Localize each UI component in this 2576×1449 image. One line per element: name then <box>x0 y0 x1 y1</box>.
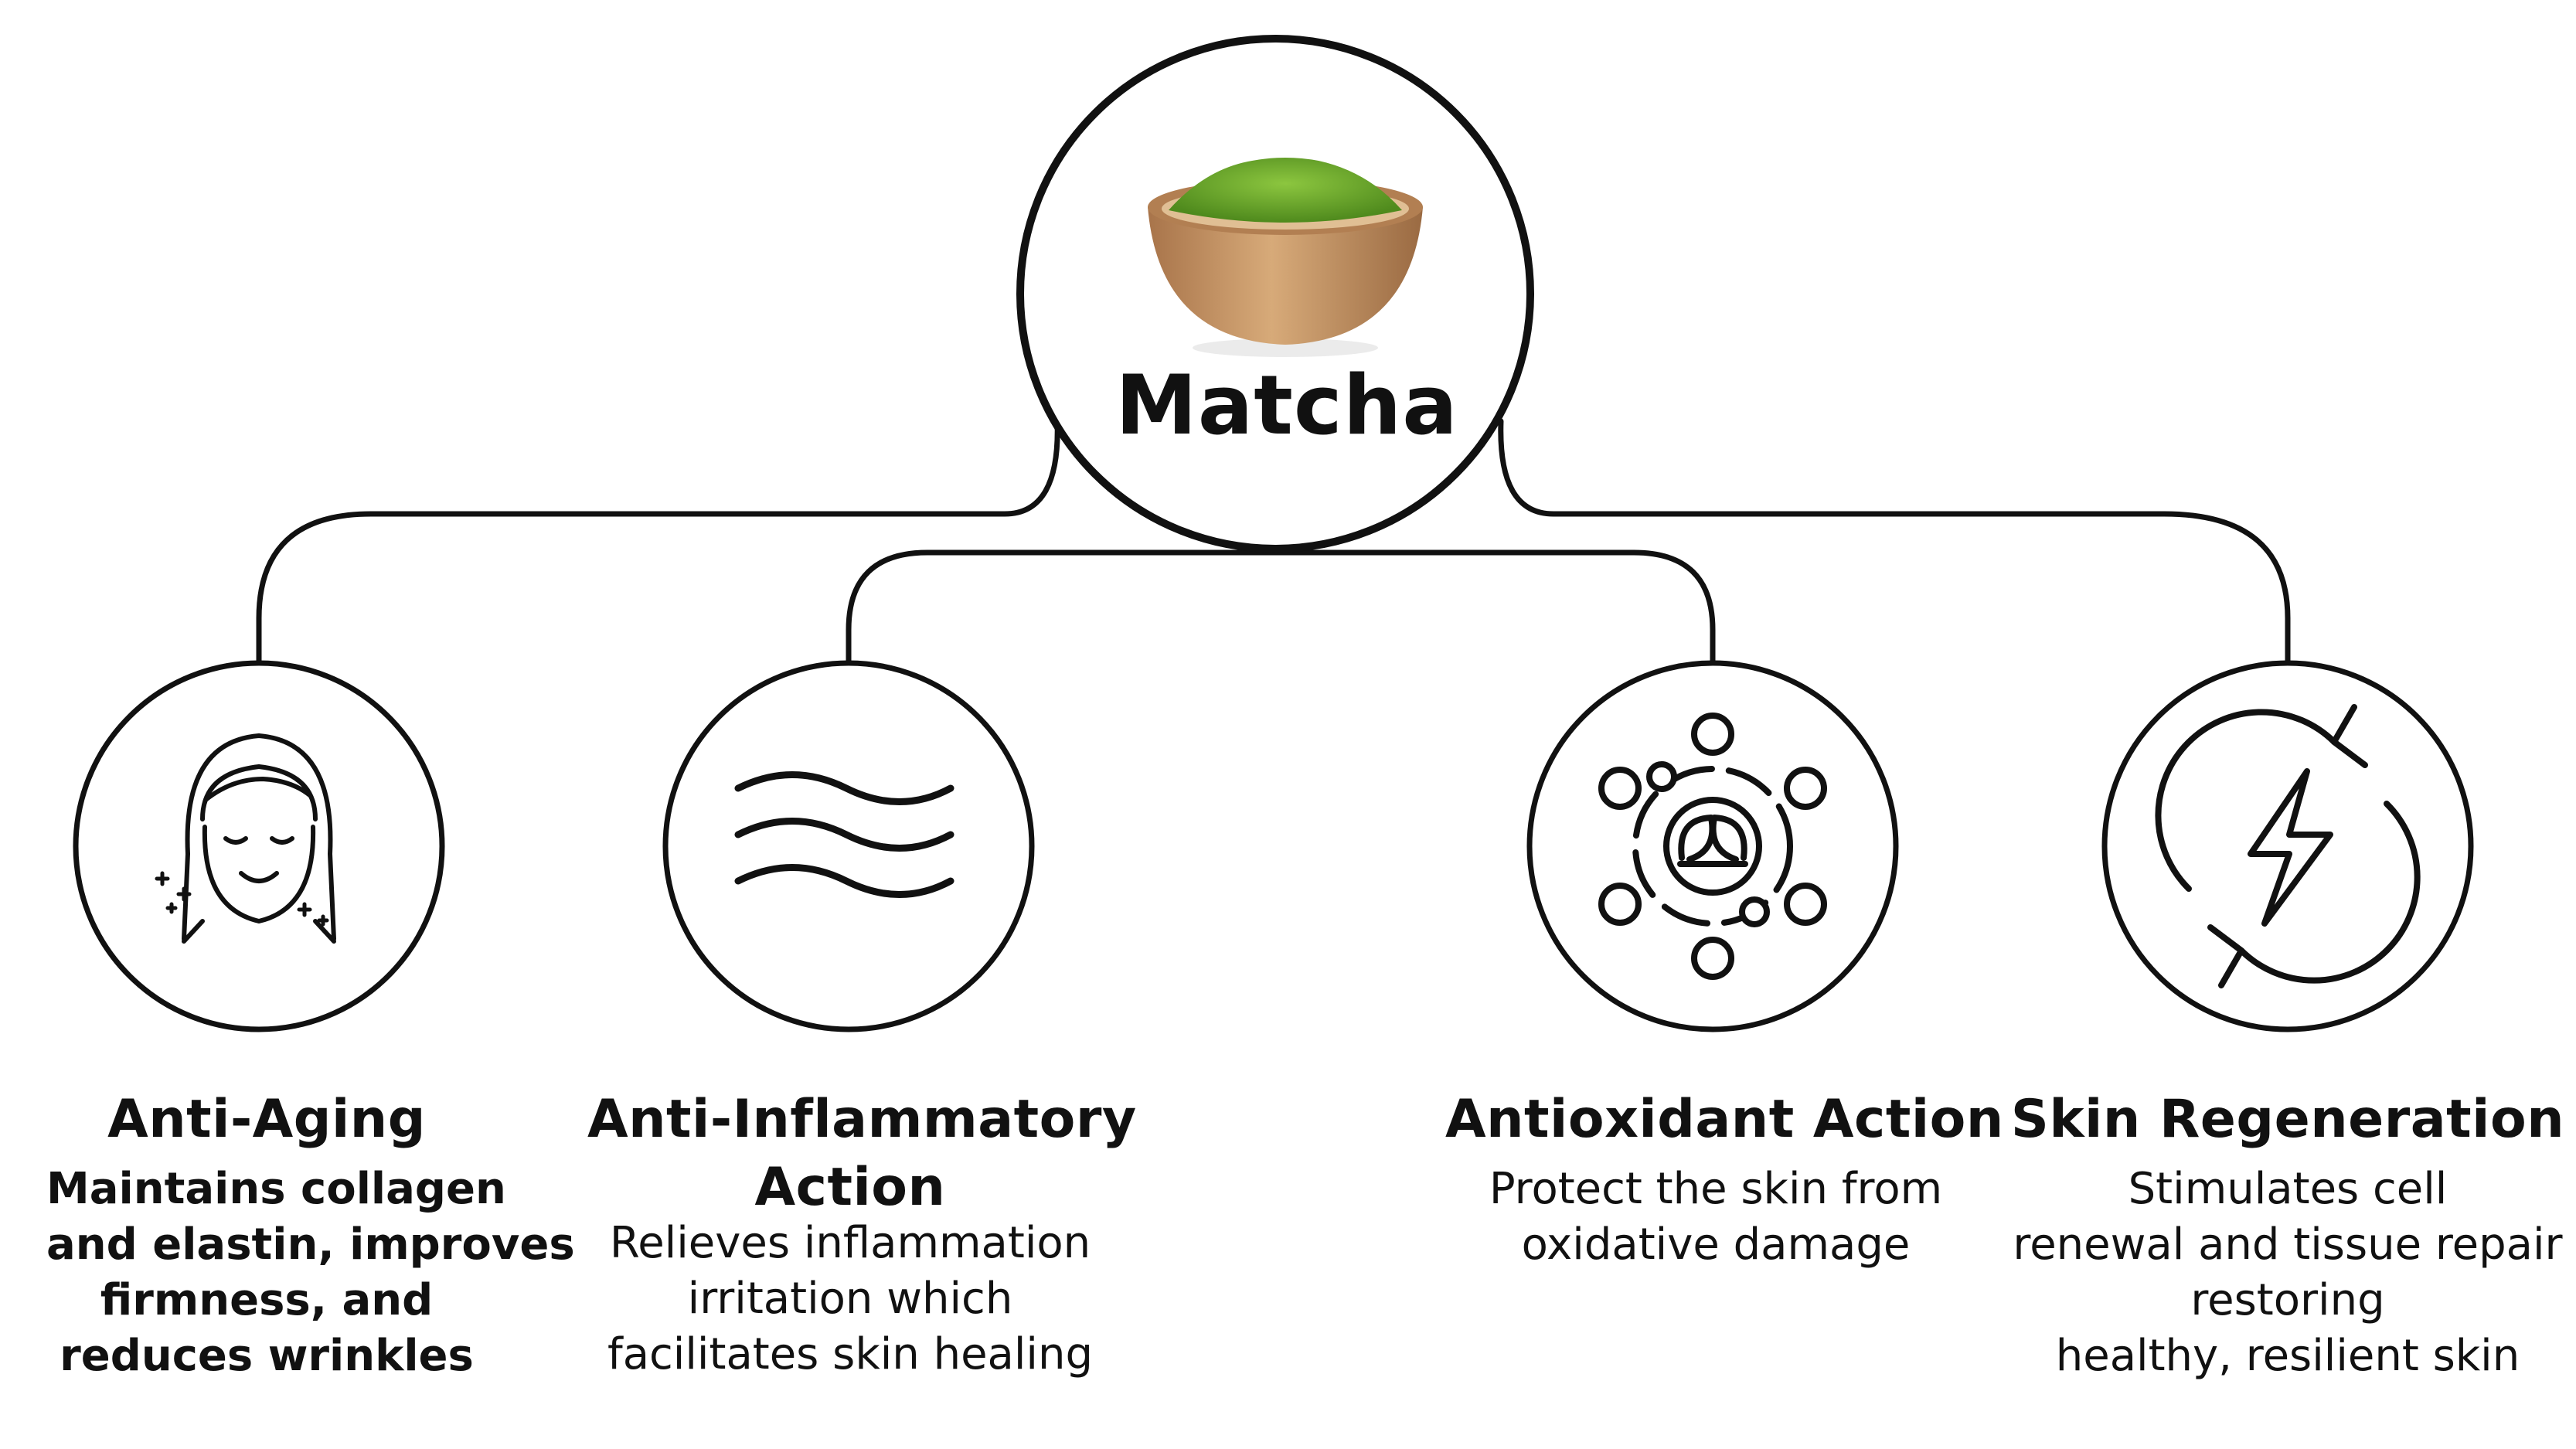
circle-skin-regeneration <box>2101 660 2474 1032</box>
benefit-skin-regeneration: Skin Regeneration Stimulates cell renewa… <box>2009 1086 2566 1384</box>
connectors <box>256 418 2291 669</box>
benefit-description: Maintains collagen and elastin, improves… <box>46 1164 575 1381</box>
connector-skin-regeneration <box>1498 418 2291 669</box>
benefit-antioxidant: Antioxidant Action Protect the skin from… <box>1445 1086 2004 1273</box>
circle-antioxidant <box>1526 660 1899 1032</box>
benefit-description: Stimulates cell renewal and tissue repai… <box>2013 1164 2563 1381</box>
benefit-title: Antioxidant Action <box>1445 1089 2004 1150</box>
center-title: Matcha <box>1115 358 1458 453</box>
circle-anti-aging <box>73 660 445 1032</box>
benefit-title: Skin Regeneration <box>2010 1089 2565 1150</box>
circle-anti-inflammatory <box>662 660 1035 1032</box>
benefit-title: Anti-Inflammatory Action <box>587 1089 1137 1218</box>
benefit-anti-inflammatory: Anti-Inflammatory Action Relieves inflam… <box>587 1086 1137 1383</box>
connector-inner <box>846 549 1716 669</box>
waves-icon <box>734 771 955 898</box>
lightning-refresh-icon <box>2155 704 2421 988</box>
connector-anti-aging <box>256 418 1060 669</box>
matcha-bowl-image <box>1148 158 1423 357</box>
antioxidant-leaf-icon <box>1598 713 1827 980</box>
benefit-anti-aging: Anti-Aging Maintains collagen and elasti… <box>46 1086 575 1384</box>
benefit-description: Protect the skin from oxidative damage <box>1489 1164 1943 1270</box>
benefit-description: Relieves inflammation irritation which f… <box>607 1218 1094 1379</box>
face-glow-icon <box>155 733 336 944</box>
benefit-title: Anti-Aging <box>107 1089 426 1150</box>
